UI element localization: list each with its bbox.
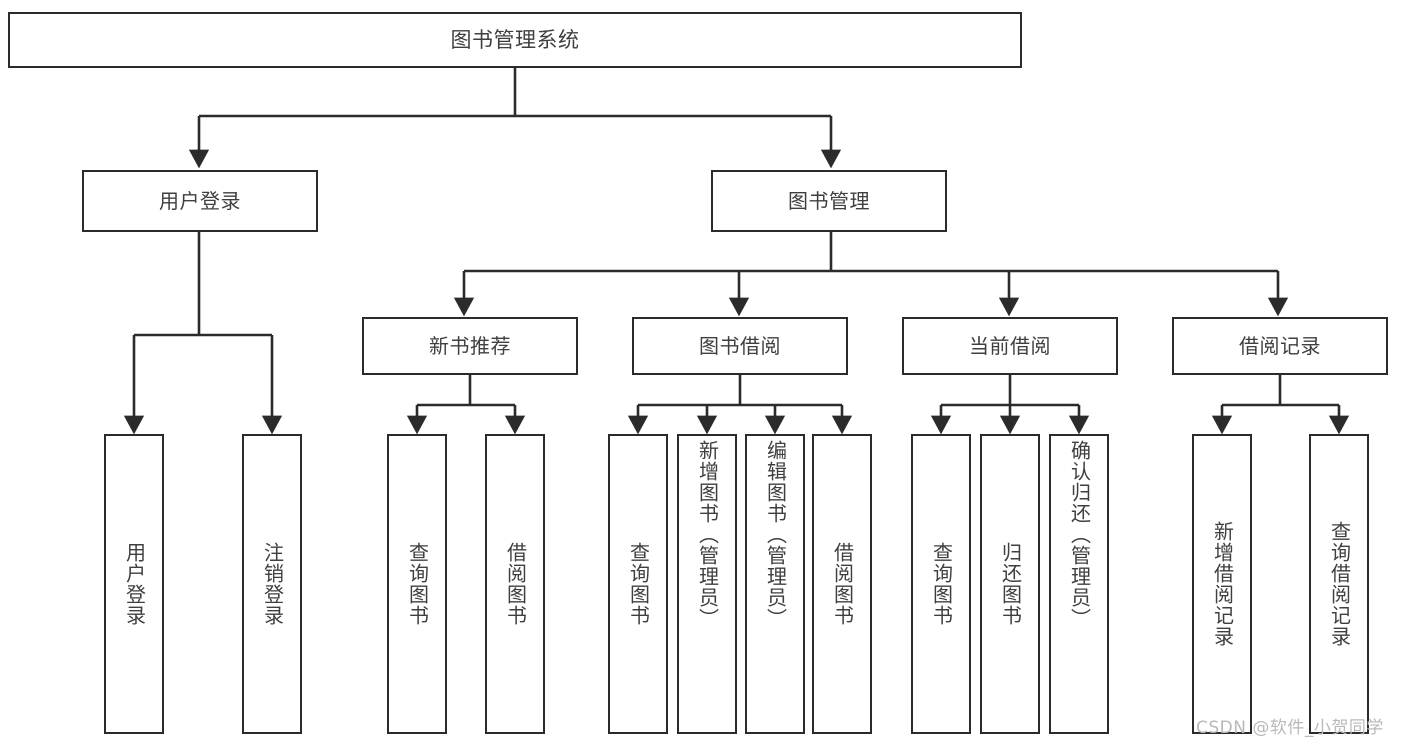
leaf-user-login-label: 用户登录 [122,542,147,626]
csdn-watermark: CSDN @软件_小贺同学 [1196,718,1384,738]
leaf-query-books-borrow[interactable]: 查询图书 [608,434,668,734]
node-user-login[interactable]: 用户登录 [82,170,318,232]
node-borrow-record[interactable]: 借阅记录 [1172,317,1388,375]
leaf-logout[interactable]: 注销登录 [242,434,302,734]
leaf-borrow-books-borrow[interactable]: 借阅图书 [812,434,872,734]
leaf-add-book-admin[interactable]: 新增图书（管理员） [677,434,737,734]
leaf-query-books-recommend-label: 查询图书 [405,542,430,626]
leaf-confirm-return-admin-label: 确认归还（管理员） [1067,440,1092,629]
leaf-return-books[interactable]: 归还图书 [980,434,1040,734]
node-book-management[interactable]: 图书管理 [711,170,947,232]
node-root-library-system[interactable]: 图书管理系统 [8,12,1022,68]
leaf-edit-book-admin-label: 编辑图书（管理员） [763,440,788,629]
leaf-add-borrow-record[interactable]: 新增借阅记录 [1192,434,1252,734]
node-current-borrow-label: 当前借阅 [969,333,1051,358]
leaf-query-books-borrow-label: 查询图书 [626,542,651,626]
node-book-borrow-label: 图书借阅 [699,333,781,358]
node-book-borrow[interactable]: 图书借阅 [632,317,848,375]
node-borrow-record-label: 借阅记录 [1239,333,1321,358]
leaf-query-borrow-record[interactable]: 查询借阅记录 [1309,434,1369,734]
leaf-query-books-recommend[interactable]: 查询图书 [387,434,447,734]
leaf-confirm-return-admin[interactable]: 确认归还（管理员） [1049,434,1109,734]
leaf-logout-label: 注销登录 [260,542,285,626]
node-new-book-recommend-label: 新书推荐 [429,333,511,358]
leaf-borrow-books-recommend[interactable]: 借阅图书 [485,434,545,734]
leaf-edit-book-admin[interactable]: 编辑图书（管理员） [745,434,805,734]
leaf-borrow-books-recommend-label: 借阅图书 [503,542,528,626]
node-current-borrow[interactable]: 当前借阅 [902,317,1118,375]
leaf-query-borrow-record-label: 查询借阅记录 [1327,521,1352,647]
node-book-management-label: 图书管理 [788,188,870,213]
leaf-return-books-label: 归还图书 [998,542,1023,626]
node-new-book-recommend[interactable]: 新书推荐 [362,317,578,375]
leaf-borrow-books-borrow-label: 借阅图书 [830,542,855,626]
node-user-login-label: 用户登录 [159,188,241,213]
leaf-add-borrow-record-label: 新增借阅记录 [1210,521,1235,647]
leaf-query-books-current-label: 查询图书 [929,542,954,626]
leaf-user-login[interactable]: 用户登录 [104,434,164,734]
leaf-add-book-admin-label: 新增图书（管理员） [695,440,720,629]
node-root-label: 图书管理系统 [450,27,580,52]
leaf-query-books-current[interactable]: 查询图书 [911,434,971,734]
